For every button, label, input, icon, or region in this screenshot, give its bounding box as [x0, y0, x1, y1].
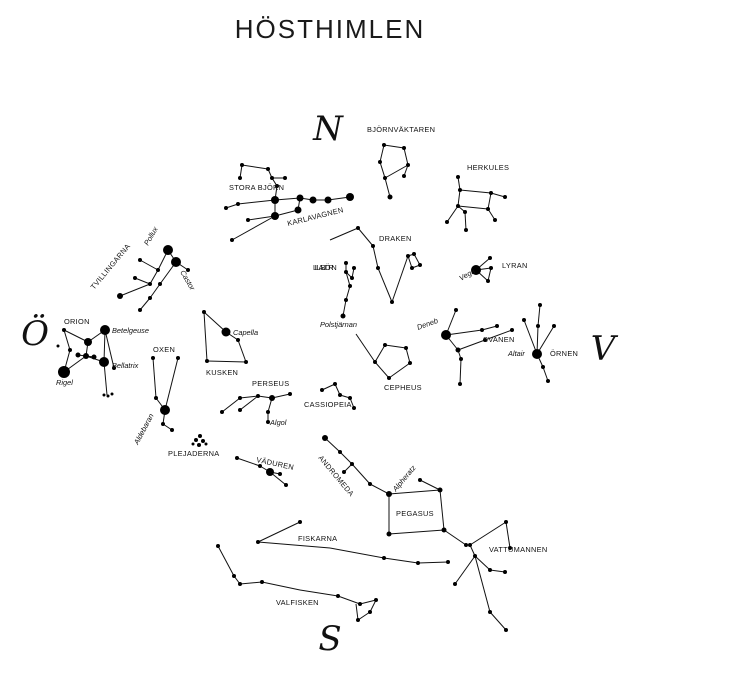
constellation-tvillingarna: TVILLINGARNA Pollux Castor [89, 225, 197, 312]
constellation-vattumannen: VATTUMANNEN [453, 520, 547, 632]
label-lilla-bjorn: LILLA BJÖRN [313, 263, 337, 272]
label-valfisken: VALFISKEN [276, 598, 319, 607]
constellation-fiskarna: FISKARNA [256, 520, 450, 565]
label-star-bellatrix: Bellatrix [112, 361, 139, 370]
label-star-castor: Castor [178, 269, 197, 293]
label-star-pollux: Pollux [142, 225, 160, 247]
label-cassiopeia: CASSIOPEIA [304, 400, 352, 409]
constellation-lyran: LYRAN Vega [458, 256, 528, 283]
label-cepheus: CEPHEUS [384, 383, 422, 392]
constellation-plejaderna: PLEJADERNA [168, 434, 219, 458]
constellation-cepheus: CEPHEUS [355, 333, 422, 392]
label-star-polstjarnan: Polstjärnan [320, 320, 357, 329]
constellation-bjornvaktaren: BJÖRNVÄKTAREN [367, 125, 435, 200]
label-svanen: SVANEN [483, 335, 515, 344]
label-tvillingarna: TVILLINGARNA [89, 242, 133, 291]
constellation-stora-bjorn: STORA BJÖRN KARLAVAGNEN [224, 163, 354, 242]
label-star-altair: Altair [507, 349, 525, 358]
label-bjornvaktaren: BJÖRNVÄKTAREN [367, 125, 435, 134]
label-plejaderna: PLEJADERNA [168, 449, 219, 458]
label-draken: DRAKEN [379, 234, 412, 243]
label-star-deneb: Deneb [416, 316, 440, 332]
direction-west: V [591, 329, 619, 369]
direction-east: Ö [21, 313, 49, 354]
constellation-draken: DRAKEN [329, 226, 422, 304]
constellation-perseus: PERSEUS Algol [220, 379, 292, 427]
constellation-orion: ORION Betelgeuse Bellatrix Rigel [56, 317, 149, 398]
label-star-aldebaran: Aldebaran [131, 412, 155, 447]
label-andromeda: ANDROMEDA [316, 454, 356, 499]
label-vaduren: VÄDUREN [256, 455, 295, 472]
label-ornen: ÖRNEN [550, 349, 578, 358]
label-oxen: OXEN [153, 345, 175, 354]
constellation-valfisken: VALFISKEN [216, 544, 378, 622]
label-lyran: LYRAN [502, 261, 528, 270]
label-star-betelgeuse: Betelgeuse [112, 326, 149, 335]
direction-south: S [318, 619, 341, 659]
direction-north: N [312, 109, 344, 149]
constellation-svanen: SVANEN Deneb [416, 308, 515, 386]
label-star-algol: Algol [269, 418, 287, 427]
constellation-lilla-bjorn: LILLA BJÖRN Polstjärnan [313, 261, 357, 329]
label-kusken: KUSKEN [206, 368, 238, 377]
label-herkules: HERKULES [467, 163, 509, 172]
page-title: HÖSTHIMLEN [235, 14, 425, 44]
constellation-cassiopeia: CASSIOPEIA [304, 382, 356, 410]
label-pegasus: PEGASUS [396, 509, 434, 518]
constellation-herkules: HERKULES [445, 163, 509, 232]
label-vattumannen: VATTUMANNEN [489, 545, 547, 554]
constellation-kusken: KUSKEN Capella [202, 310, 258, 377]
constellation-ornen: ÖRNEN Altair [507, 303, 578, 383]
label-perseus: PERSEUS [252, 379, 289, 388]
label-stora-bjorn: STORA BJÖRN [229, 183, 284, 192]
constellation-oxen: OXEN Aldebaran [131, 345, 180, 447]
label-orion: ORION [64, 317, 90, 326]
label-star-alpheratz: Alpheratz [390, 463, 418, 494]
label-star-rigel: Rigel [56, 378, 73, 387]
constellation-andromeda: ANDROMEDA [316, 435, 390, 499]
constellation-pegasus: PEGASUS Alpheratz [386, 463, 468, 547]
label-star-capella: Capella [233, 328, 258, 337]
constellation-vaduren: VÄDUREN [235, 455, 295, 487]
label-fiskarna: FISKARNA [298, 534, 337, 543]
